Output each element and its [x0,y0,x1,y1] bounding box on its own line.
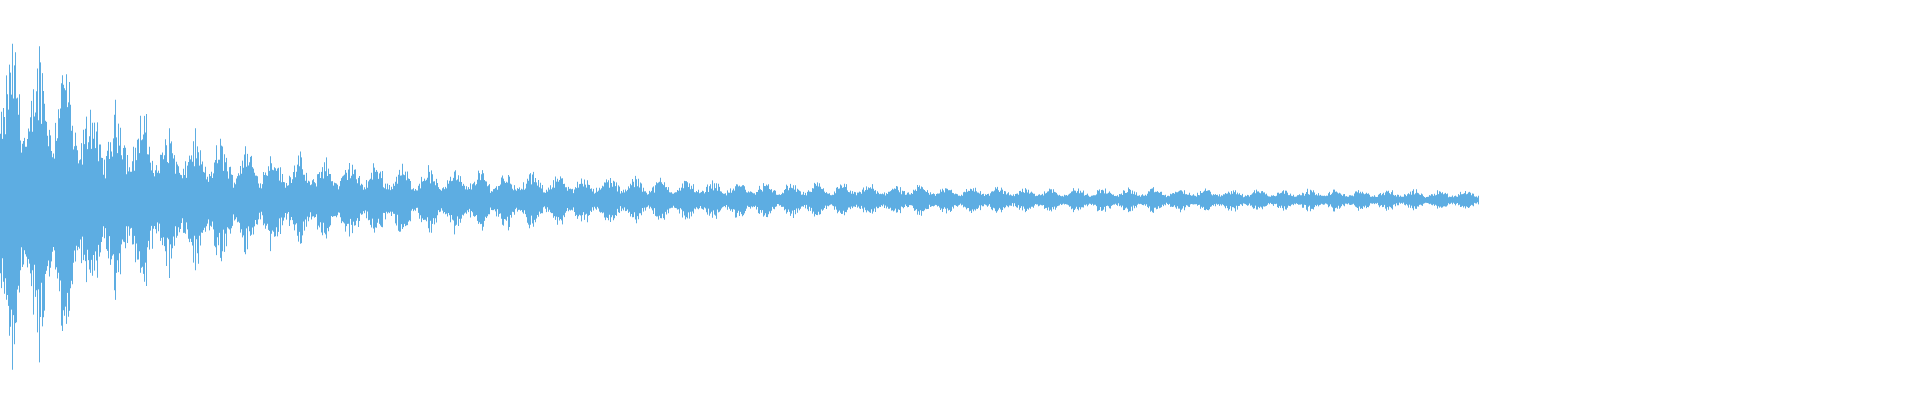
waveform-samples [0,43,1479,370]
waveform-sample-path [0,43,1479,370]
